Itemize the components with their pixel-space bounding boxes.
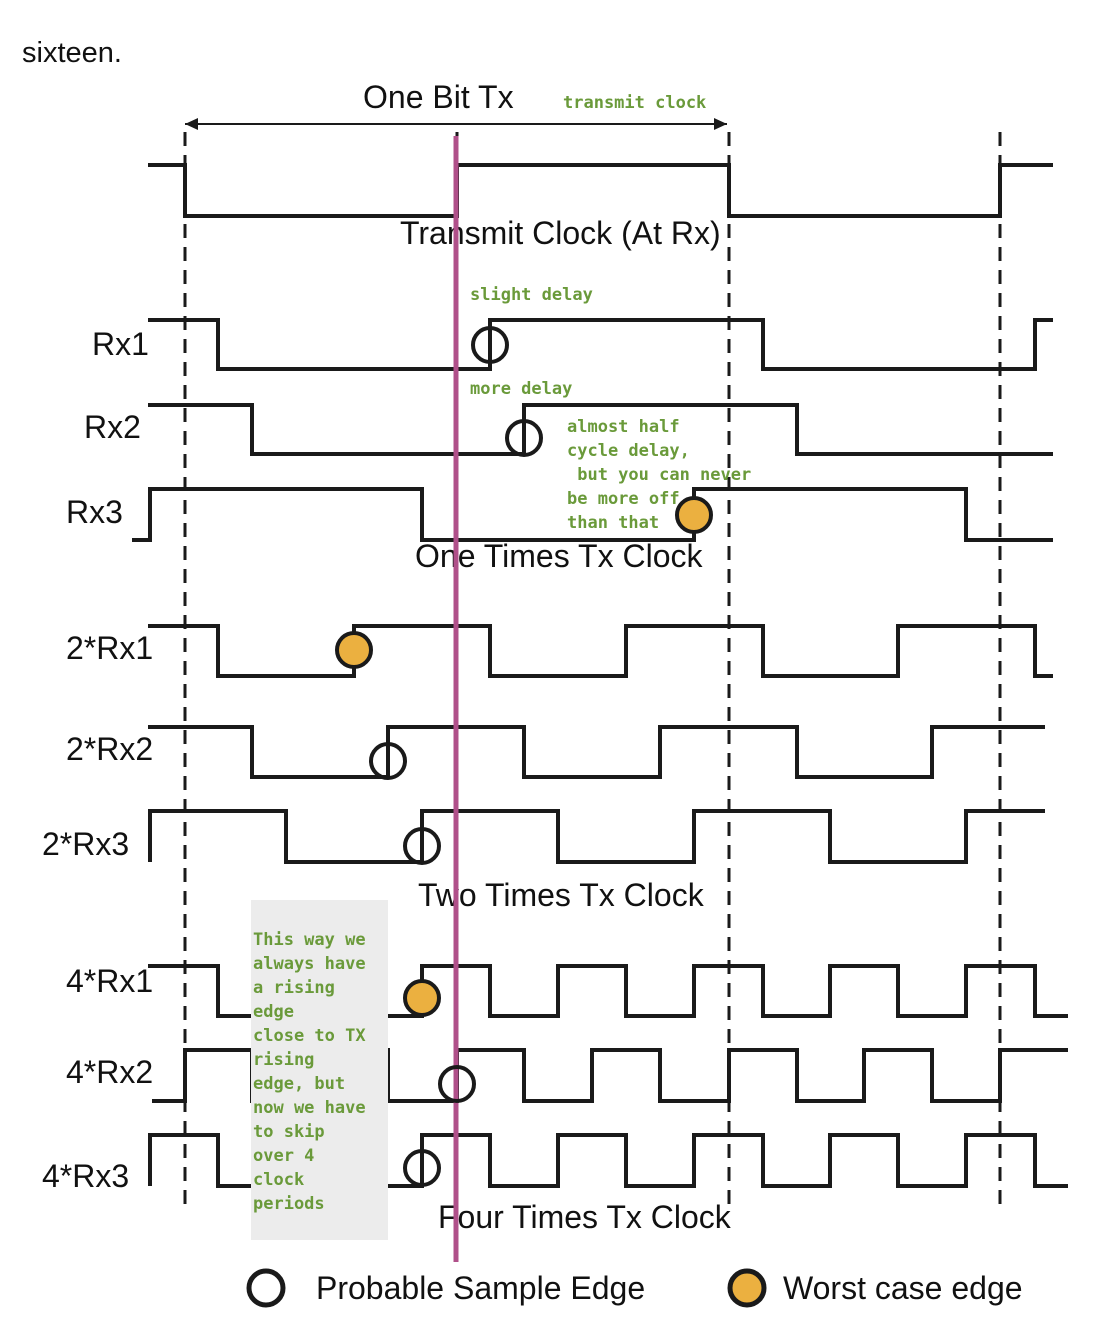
label-2x-rx3: 2*Rx3 <box>42 826 129 862</box>
worst-edge-marker <box>335 631 373 669</box>
note-line: now we have <box>253 1098 366 1118</box>
legend-probable-icon <box>246 1268 286 1308</box>
note-line: to skip <box>253 1122 325 1142</box>
worst-edge-markers <box>335 496 713 1017</box>
worst-edge-marker <box>403 979 441 1017</box>
label-one-times: One Times Tx Clock <box>415 538 703 574</box>
annotation-half-line: but you can never <box>567 465 751 485</box>
probable-edge-marker <box>471 326 509 364</box>
label-two-times: Two Times Tx Clock <box>418 877 705 913</box>
wave-rx1 <box>148 318 1053 371</box>
note-line: edge, but <box>253 1074 345 1094</box>
note-line: This way we <box>253 930 366 950</box>
label-4x-rx1: 4*Rx1 <box>66 963 153 999</box>
annotation-slight-delay: slight delay <box>470 285 593 305</box>
probable-edge-marker <box>403 827 441 865</box>
probable-edge-marker <box>403 1149 441 1187</box>
label-four-times: Four Times Tx Clock <box>438 1199 732 1235</box>
annotation-more-delay: more delay <box>470 379 572 399</box>
label-2x-rx1: 2*Rx1 <box>66 630 153 666</box>
wave-rx3 <box>132 487 1053 542</box>
worst-edge-marker <box>675 496 713 534</box>
label-4x-rx2: 4*Rx2 <box>66 1054 153 1090</box>
note-line: over 4 <box>253 1146 314 1166</box>
annotation-half-line: cycle delay, <box>567 441 690 461</box>
label-rx1: Rx1 <box>92 326 149 362</box>
annotation-half-line: almost half <box>567 417 680 437</box>
note-line: a rising <box>253 978 335 998</box>
note-line: rising <box>253 1050 314 1070</box>
probable-edge-marker <box>438 1065 476 1103</box>
note-text: This way we always have a rising edge cl… <box>253 930 366 1214</box>
legend-worst-label: Worst case edge <box>783 1270 1023 1306</box>
period-label: One Bit Tx <box>363 79 514 115</box>
note-line: always have <box>253 954 366 974</box>
wave-2x-rx2 <box>148 725 1045 779</box>
label-4x-rx3: 4*Rx3 <box>42 1158 129 1194</box>
note-line: clock <box>253 1170 304 1190</box>
wave-2x-rx3 <box>148 809 1045 864</box>
legend: Probable Sample Edge Worst case edge <box>246 1268 1023 1308</box>
probable-edge-markers <box>369 326 543 1187</box>
legend-worst-icon <box>727 1268 767 1308</box>
label-rx3: Rx3 <box>66 494 123 530</box>
label-2x-rx2: 2*Rx2 <box>66 731 153 767</box>
note-line: edge <box>253 1002 294 1022</box>
probable-edge-marker <box>505 419 543 457</box>
wave-rx2 <box>148 403 1053 456</box>
wave-transmit-clock <box>148 163 1053 218</box>
note-line: close to TX <box>253 1026 366 1046</box>
note-line: periods <box>253 1194 325 1214</box>
wave-2x-rx1 <box>148 624 1053 678</box>
annotation-half-line: than that <box>567 513 659 533</box>
heading: sixteen. <box>22 37 122 69</box>
period-arrow <box>185 118 727 130</box>
legend-probable-label: Probable Sample Edge <box>316 1270 645 1306</box>
transmit-clock-annotation: transmit clock <box>563 93 706 113</box>
label-transmit-clock: Transmit Clock (At Rx) <box>400 215 721 251</box>
label-rx2: Rx2 <box>84 409 141 445</box>
note-box <box>251 900 388 1240</box>
annotation-half-line: be more off <box>567 489 680 509</box>
probable-edge-marker <box>369 742 407 780</box>
